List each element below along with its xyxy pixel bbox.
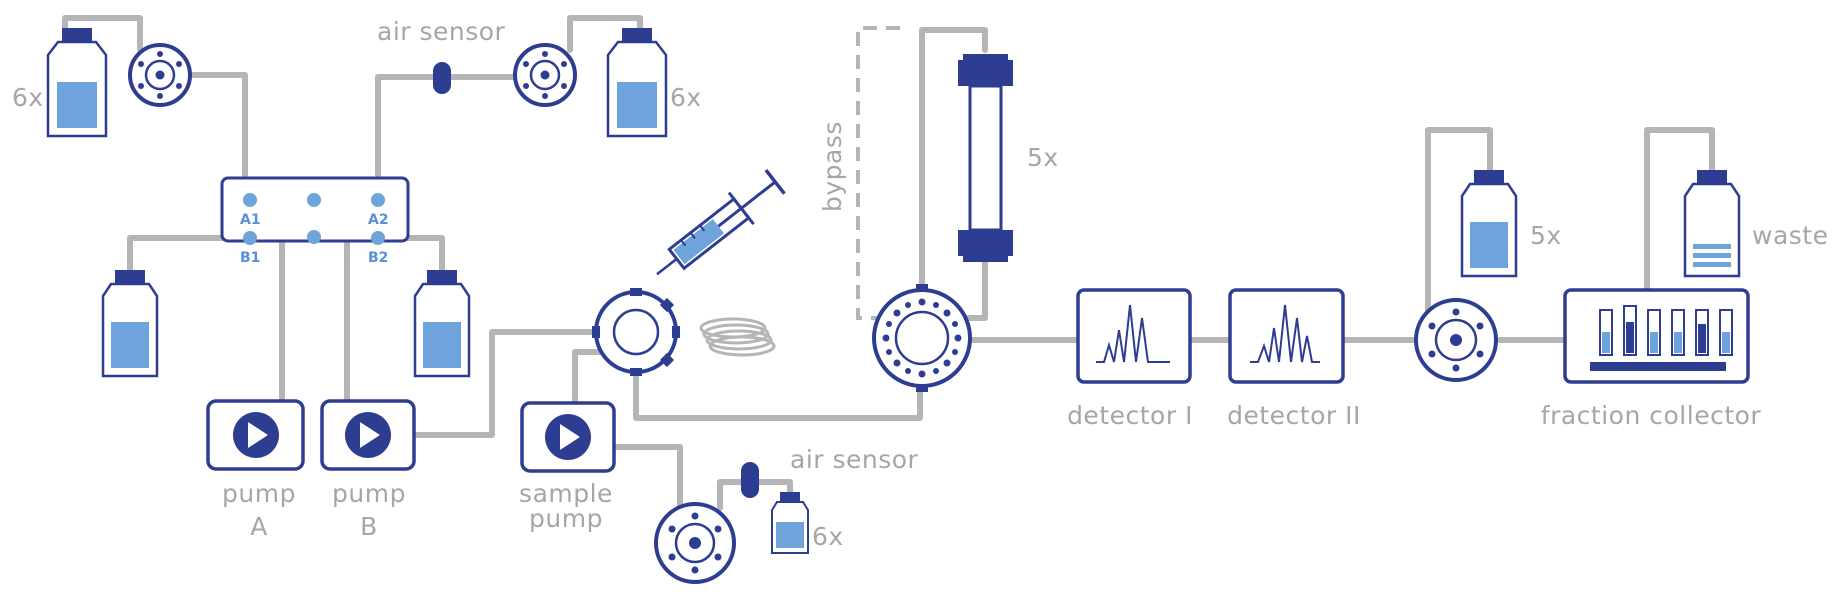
- fraction-collector: [1563, 288, 1750, 384]
- label-detector-1: detector I: [1067, 401, 1193, 430]
- tube-tr-valve-bottle: [567, 15, 643, 53]
- label-bottle-count-top-left: 6x: [12, 83, 44, 112]
- play-icon: [248, 422, 268, 448]
- bypass-line: [856, 26, 900, 320]
- tube-column-valve-top: [919, 27, 988, 293]
- label-sample-pump-line2: pump: [529, 504, 603, 533]
- tube-tr-valve-mixer: [375, 74, 548, 178]
- column: [958, 54, 1013, 262]
- valve-bottom: [654, 502, 736, 584]
- label-bottle-count-bottom: 6x: [812, 522, 844, 551]
- sample-loop: [699, 317, 776, 357]
- air-sensor-top: [433, 62, 451, 94]
- label-sample-pump-line1: sample: [519, 479, 613, 508]
- tube-column-bottom: [965, 255, 988, 321]
- air-sensor-bottom: [741, 462, 759, 498]
- label-fraction-collector: fraction collector: [1541, 401, 1762, 430]
- syringe-icon: [656, 169, 786, 276]
- tube-pump-to-injector: [410, 329, 603, 438]
- label-pump-a-line1: pump: [222, 479, 296, 508]
- label-bottle-count-right: 5x: [1530, 221, 1562, 250]
- bottle-5x: [1460, 170, 1518, 278]
- detector-1: [1076, 288, 1192, 384]
- valve-top-right: [513, 43, 577, 107]
- label-air-sensor-top: air sensor: [377, 17, 506, 46]
- tube-pump-b: [309, 234, 350, 403]
- tube-b1-bottle: [127, 235, 253, 275]
- label-pump-b-line2: B: [360, 512, 378, 541]
- pump-a: [206, 399, 305, 471]
- label-column-count: 5x: [1027, 143, 1059, 172]
- bottle-bottom: [771, 492, 809, 554]
- tube-injector-column-valve: [633, 372, 923, 421]
- detector-2: [1228, 288, 1345, 384]
- bottle-left: [101, 270, 159, 378]
- port-b2: B2: [368, 250, 388, 266]
- tube-valve-bottle-5x: [1425, 127, 1493, 318]
- bottle-top-right: [606, 28, 668, 138]
- port-a1: A1: [240, 212, 261, 228]
- valve-top-left: [128, 43, 192, 107]
- bottle-waste: [1683, 170, 1741, 278]
- bottle-right: [413, 270, 471, 378]
- label-air-sensor-bottom: air sensor: [790, 445, 919, 474]
- port-a2: A2: [368, 212, 389, 228]
- pump-b: [320, 399, 416, 471]
- play-icon: [360, 422, 380, 448]
- sample-pump: [520, 401, 616, 473]
- label-bypass: bypass: [818, 121, 847, 212]
- play-icon: [560, 424, 580, 450]
- label-pump-b-line1: pump: [332, 479, 406, 508]
- gradient-mixer: A1 B1 A2 B2: [220, 176, 410, 266]
- column-valve: [872, 284, 972, 392]
- label-pump-a-line2: A: [250, 512, 268, 541]
- valve-outlet: [1414, 298, 1498, 382]
- injection-valve: [592, 288, 680, 376]
- tube-sample-pump-bottom-valve: [610, 444, 683, 511]
- fraction-tubes: [1599, 305, 1733, 356]
- label-bottle-count-top-right: 6x: [670, 83, 702, 112]
- bottle-top-left: [46, 28, 108, 138]
- port-b1: B1: [240, 250, 260, 266]
- label-waste: waste: [1752, 221, 1828, 250]
- tube-tl-bottle-valve: [62, 15, 143, 53]
- tube-fraction-waste: [1644, 127, 1715, 293]
- label-detector-2: detector II: [1227, 401, 1361, 430]
